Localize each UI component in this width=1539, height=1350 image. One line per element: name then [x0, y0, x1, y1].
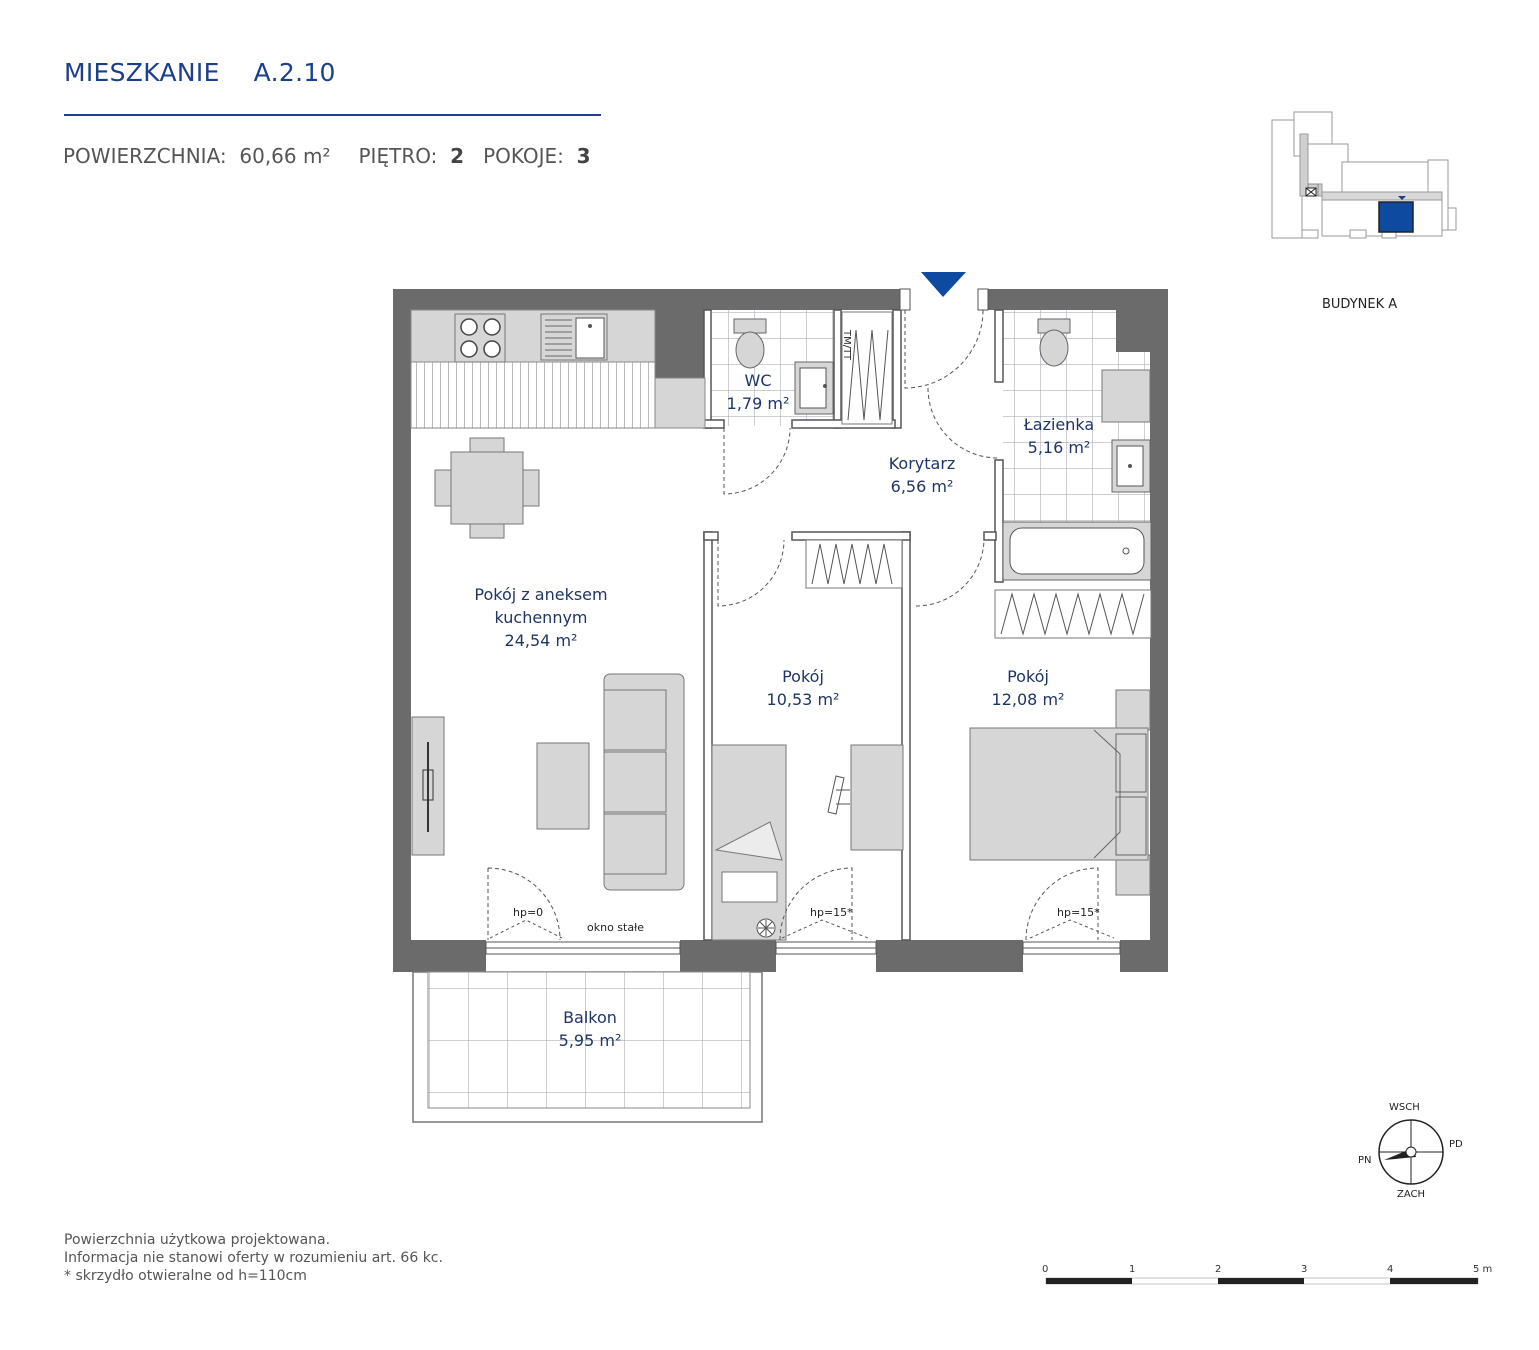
kitchen-sink-icon: [540, 313, 608, 361]
bathroom-toilet-icon: [1037, 318, 1071, 367]
living-name-2: kuchennym: [494, 608, 588, 627]
building-label: BUDYNEK A: [1322, 297, 1398, 312]
bathroom-area: 5,16 m²: [1027, 438, 1091, 457]
walls: [393, 289, 1168, 972]
scale-tick-3: 3: [1301, 1264, 1308, 1275]
tv-unit: [411, 716, 445, 856]
windows: [485, 288, 1121, 955]
key-plan: [1271, 111, 1457, 239]
wc-area: 1,79 m²: [726, 394, 790, 413]
dining-table: [434, 437, 540, 539]
living-area: 24,54 m²: [504, 631, 578, 650]
label-fixed-window: okno stałe: [587, 921, 644, 934]
scale-bar: [1045, 1277, 1479, 1285]
footnotes: Powierzchnia użytkowa projektowana. Info…: [64, 1231, 443, 1285]
note-3: * skrzydło otwieralne od h=110cm: [64, 1268, 307, 1284]
rooms-label: POKOJE:: [483, 144, 564, 168]
wardrobe-room2: [994, 589, 1152, 639]
bathroom-sink-icon: [1111, 439, 1151, 493]
room-label-wc: WC 1,79 m²: [727, 369, 790, 415]
room-label-corridor: Korytarz 6,56 m²: [889, 452, 956, 498]
rooms-value: 3: [576, 144, 591, 168]
room2-area: 12,08 m²: [991, 690, 1065, 709]
scale-tick-2: 2: [1215, 1264, 1222, 1275]
area-label: POWIERZCHNIA:: [63, 144, 227, 168]
apartment-title: MIESZKANIE A.2.10: [64, 58, 336, 87]
room-label-room1: Pokój 10,53 m²: [767, 665, 840, 711]
bathtub-icon: [1002, 521, 1152, 581]
double-bed: [969, 689, 1151, 896]
scale-tick-1: 1: [1129, 1264, 1136, 1275]
balcony-name: Balkon: [563, 1008, 617, 1027]
label-hp15-room1: hp=15*: [810, 906, 853, 919]
label-hp15-room2: hp=15*: [1057, 906, 1100, 919]
room-label-room2: Pokój 12,08 m²: [992, 665, 1065, 711]
floor-value: 2: [450, 144, 464, 168]
kitchen-counter: [410, 309, 706, 429]
corridor-name: Korytarz: [888, 454, 956, 473]
compass-north-west: PN: [1358, 1155, 1372, 1166]
wc-cabinet: [841, 311, 893, 425]
room2-name: Pokój: [1007, 667, 1049, 686]
area-value: 60,66 m²: [239, 144, 331, 168]
coffee-table: [536, 742, 590, 830]
wardrobe-room1: [805, 539, 903, 589]
bathroom-name: Łazienka: [1023, 415, 1095, 434]
key-plan-unit-highlight: [1378, 201, 1414, 233]
room-label-balcony: Balkon 5,95 m²: [559, 1006, 622, 1052]
single-bed: [711, 744, 787, 941]
wc-sink-icon: [794, 361, 834, 415]
wc-toilet-icon: [733, 318, 767, 369]
apartment-code: A.2.10: [253, 58, 336, 87]
corridor-area: 6,56 m²: [890, 477, 954, 496]
scale-tick-5: 5 m: [1473, 1264, 1493, 1275]
balcony-area: 5,95 m²: [558, 1031, 622, 1050]
living-name-1: Pokój z aneksem: [474, 585, 608, 604]
room-label-living: Pokój z aneksem kuchennym 24,54 m²: [474, 583, 607, 652]
note-2: Informacja nie stanowi oferty w rozumien…: [64, 1250, 443, 1266]
desk: [827, 744, 904, 851]
title-divider: [64, 114, 601, 116]
scale-tick-4: 4: [1387, 1264, 1394, 1275]
label-tm-tt: TM/TT: [841, 330, 852, 361]
room-label-bathroom: Łazienka 5,16 m²: [1024, 413, 1094, 459]
stove-icon: [454, 313, 506, 363]
mailbox-icon: [1305, 187, 1317, 197]
entrance-arrow-icon: [921, 272, 966, 297]
compass-south-east: PD: [1449, 1139, 1463, 1150]
room1-name: Pokój: [782, 667, 824, 686]
balcony: [412, 971, 763, 1123]
wc-name: WC: [744, 371, 772, 390]
tilt-marks: [489, 919, 1115, 939]
compass-north-east: WSCH: [1389, 1102, 1420, 1113]
room1-area: 10,53 m²: [766, 690, 840, 709]
label-hp0: hp=0: [513, 906, 544, 919]
washing-machine: [1101, 369, 1151, 423]
sofa: [603, 673, 685, 891]
apartment-title-label: MIESZKANIE: [64, 58, 220, 87]
scale-tick-0: 0: [1042, 1264, 1049, 1275]
compass-icon: [1378, 1119, 1444, 1185]
note-1: Powierzchnia użytkowa projektowana.: [64, 1232, 331, 1248]
door-swings: [487, 309, 1099, 941]
radiator-valve-icon: [756, 918, 776, 938]
floor-label: PIĘTRO:: [358, 144, 438, 168]
compass-south-west: ZACH: [1397, 1189, 1426, 1200]
